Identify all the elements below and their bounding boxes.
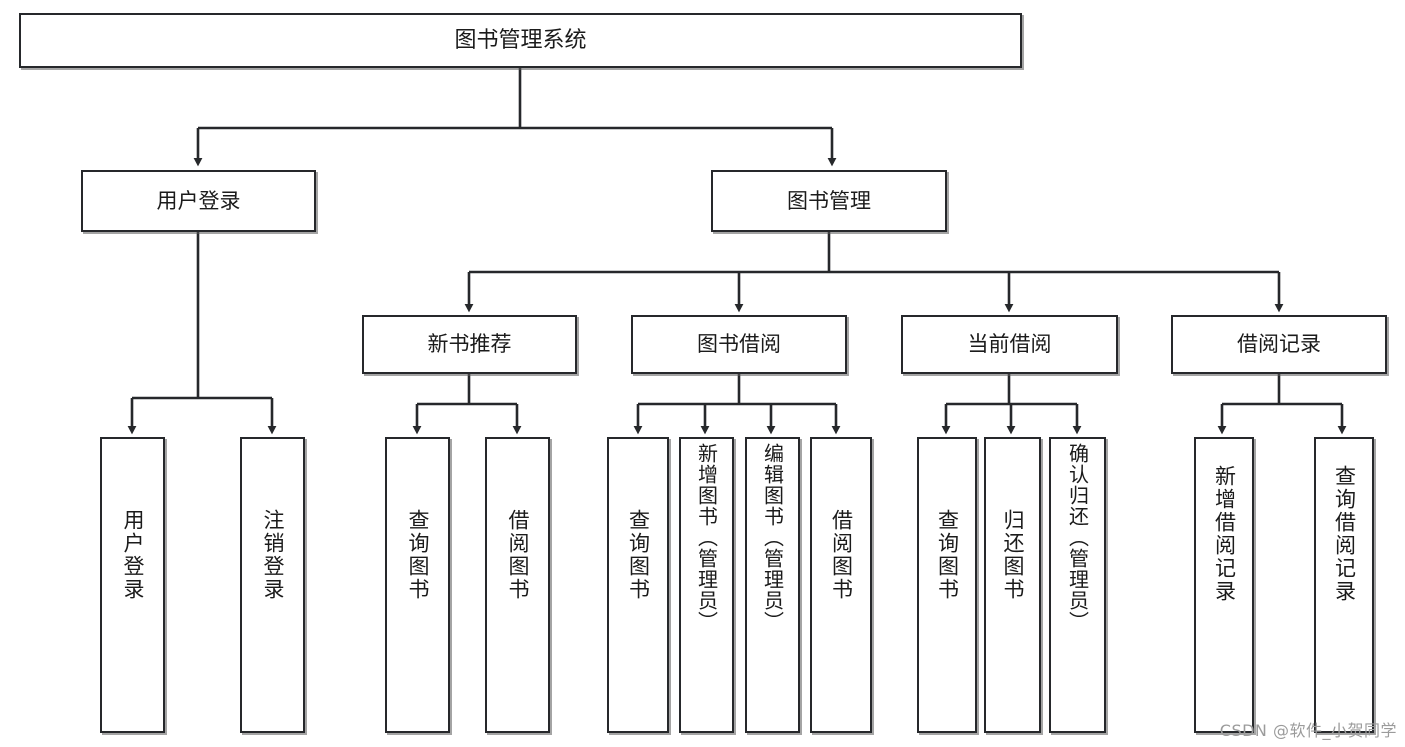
node-label: 借阅记录 <box>1237 332 1321 357</box>
leaf-new-book-query[interactable]: 查询图书 <box>385 437 450 733</box>
node-label: 用户登录 <box>156 188 241 213</box>
node-label: 图书管理 <box>787 188 871 213</box>
leaf-new-book-borrow[interactable]: 借阅图书 <box>485 437 550 733</box>
leaf-current-borrow-return[interactable]: 归还图书 <box>984 437 1041 733</box>
csdn-watermark: CSDN @软件_小贺同学 <box>1219 721 1397 740</box>
node-root-book-management-system[interactable]: 图书管理系统 <box>19 13 1022 68</box>
leaf-current-borrow-query[interactable]: 查询图书 <box>917 437 977 733</box>
node-label: 查询图书 <box>406 509 430 601</box>
node-label: 当前借阅 <box>967 332 1052 357</box>
node-label: 新增借阅记录 <box>1212 465 1237 603</box>
leaf-book-borrow-add[interactable]: 新增图书（管理员） <box>679 437 734 733</box>
node-label: 用户登录 <box>121 509 145 601</box>
node-label: 新增图书（管理员） <box>694 443 719 632</box>
node-book-borrow[interactable]: 图书借阅 <box>631 315 847 374</box>
node-label: 归还图书 <box>1001 509 1025 601</box>
node-label: 查询图书 <box>935 509 960 601</box>
node-label: 注销登录 <box>261 509 285 601</box>
node-label: 编辑图书（管理员） <box>760 443 785 632</box>
node-new-book-recommend[interactable]: 新书推荐 <box>362 315 577 374</box>
node-label: 确认归还（管理员） <box>1065 443 1090 632</box>
leaf-book-borrow-query[interactable]: 查询图书 <box>607 437 669 733</box>
node-borrow-record[interactable]: 借阅记录 <box>1171 315 1387 374</box>
leaf-user-login-signin[interactable]: 用户登录 <box>100 437 165 733</box>
node-label: 查询图书 <box>626 509 651 601</box>
leaf-book-borrow-borrow[interactable]: 借阅图书 <box>810 437 872 733</box>
node-user-login[interactable]: 用户登录 <box>81 170 316 232</box>
node-label: 借阅图书 <box>506 509 530 601</box>
node-book-management[interactable]: 图书管理 <box>711 170 947 232</box>
leaf-book-borrow-edit[interactable]: 编辑图书（管理员） <box>745 437 800 733</box>
node-current-borrow[interactable]: 当前借阅 <box>901 315 1118 374</box>
node-label: 查询借阅记录 <box>1332 465 1357 603</box>
node-label: 新书推荐 <box>427 332 512 357</box>
leaf-borrow-record-add[interactable]: 新增借阅记录 <box>1194 437 1254 733</box>
leaf-current-borrow-confirm-return[interactable]: 确认归还（管理员） <box>1049 437 1106 733</box>
node-label: 借阅图书 <box>829 509 854 601</box>
leaf-borrow-record-query[interactable]: 查询借阅记录 <box>1314 437 1374 733</box>
leaf-user-login-signout[interactable]: 注销登录 <box>240 437 305 733</box>
node-label: 图书借阅 <box>697 332 781 357</box>
node-label: 图书管理系统 <box>454 27 587 53</box>
